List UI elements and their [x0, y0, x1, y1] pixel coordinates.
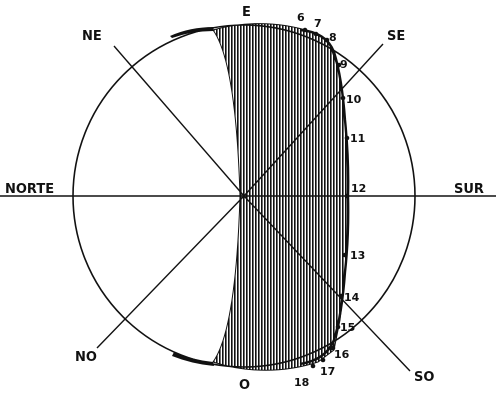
hour-point-8 [324, 37, 330, 43]
hour-label-10: 10 [346, 93, 362, 106]
hour-point-7 [313, 31, 319, 37]
label-northwest: NO [75, 350, 97, 365]
hour-points [302, 27, 350, 369]
hour-label-18: 18 [294, 376, 309, 389]
shadow-edge-bottom [172, 352, 214, 366]
hour-label-15: 15 [340, 321, 355, 334]
label-southwest: SO [414, 370, 434, 385]
hour-label-8: 8 [329, 31, 337, 44]
hour-point-17 [320, 357, 326, 363]
hour-label-16: 16 [334, 348, 350, 361]
hour-point-15 [335, 324, 341, 330]
label-west: O [239, 378, 250, 393]
hour-label-14: 14 [344, 291, 360, 304]
shadow-edge-top [170, 27, 214, 38]
hour-label-11: 11 [350, 132, 365, 145]
hour-label-9: 9 [340, 58, 348, 71]
label-north: NORTE [5, 182, 54, 197]
hour-point-6 [302, 27, 308, 33]
hour-point-11 [344, 135, 350, 141]
label-south: SUR [454, 182, 484, 197]
label-east: E [242, 5, 251, 20]
ne-axis-line [113, 45, 245, 197]
no-axis-line [96, 195, 245, 349]
hour-label-17: 17 [320, 365, 335, 378]
hour-point-16 [330, 345, 336, 351]
hour-point-10 [340, 95, 346, 101]
shadow-hatched-region [212, 23, 349, 371]
label-northeast: NE [82, 29, 102, 44]
hour-label-6: 6 [297, 11, 305, 24]
hour-point-13 [342, 252, 348, 258]
hour-point-14 [338, 293, 344, 299]
label-southeast: SE [387, 29, 405, 44]
hour-label-12: 12 [351, 182, 366, 195]
hour-label-13: 13 [350, 249, 365, 262]
hour-label-7: 7 [314, 17, 322, 30]
hour-point-18 [310, 363, 316, 369]
hour-point-12 [344, 193, 350, 199]
hour-point-9 [336, 62, 342, 68]
